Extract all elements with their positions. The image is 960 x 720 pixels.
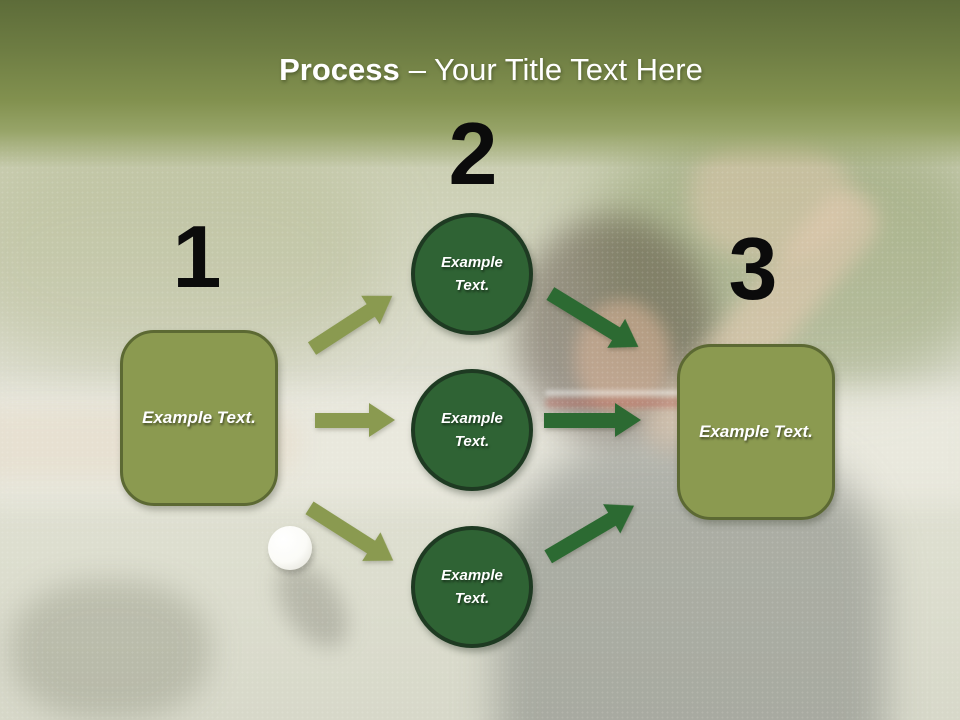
step-number-1[interactable]: 1 (172, 207, 222, 306)
step3-box-label: Example Text. (699, 421, 813, 441)
title-subtitle: – Your Title Text Here (408, 52, 703, 87)
arrow-shaft (307, 303, 375, 355)
arrowhead-icon (369, 403, 395, 437)
step2-circle-bottom-label: Example Text. (441, 566, 503, 607)
step1-box-label: Example Text. (142, 407, 256, 427)
arrow-step1-to-circle-top[interactable] (302, 281, 402, 363)
arrow-shaft (315, 412, 369, 428)
golf-ball (268, 526, 312, 570)
step1-box[interactable]: Example Text. (120, 330, 278, 506)
step2-circle-middle-label: Example Text. (441, 409, 503, 450)
arrow-shaft (544, 412, 615, 428)
arrow-circle-top-to-step3[interactable] (542, 279, 648, 362)
step2-circle-top-label: Example Text. (441, 253, 503, 294)
arrow-circle-middle-to-step3[interactable] (544, 403, 641, 437)
arrow-shaft (544, 512, 616, 563)
title-keyword: Process (279, 52, 400, 87)
step2-circle-bottom[interactable]: Example Text. (411, 526, 533, 648)
arrow-step1-to-circle-middle[interactable] (315, 403, 395, 437)
arrowhead-icon (615, 403, 641, 437)
step-number-3[interactable]: 3 (728, 219, 778, 318)
arrow-shaft (305, 501, 376, 553)
arrow-step1-to-circle-bottom[interactable] (301, 493, 403, 575)
step2-circle-middle[interactable]: Example Text. (411, 369, 533, 491)
arrow-circle-bottom-to-step3[interactable] (539, 490, 643, 571)
step3-box[interactable]: Example Text. (677, 344, 835, 520)
arrow-shaft (546, 286, 621, 340)
golf-ball-shadow (262, 550, 363, 661)
step-number-2[interactable]: 2 (448, 104, 498, 203)
slide-title[interactable]: Process– Your Title Text Here (0, 52, 960, 88)
step2-circle-top[interactable]: Example Text. (411, 213, 533, 335)
golf-glove (10, 580, 210, 720)
